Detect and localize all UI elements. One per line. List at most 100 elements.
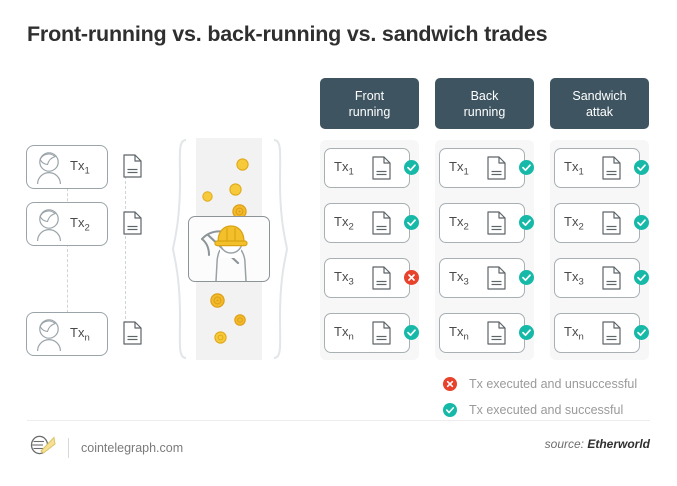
sender-tx-label: Txn — [70, 325, 90, 344]
source-prefix: source: — [544, 437, 588, 451]
page-title: Front-running vs. back-running vs. sandw… — [27, 22, 548, 46]
column-header-sandwich-attak: Sandwich attak — [550, 78, 649, 129]
column-header-line1: Sandwich — [572, 88, 627, 103]
document-icon — [487, 266, 506, 295]
status-badge-success-icon — [443, 403, 457, 417]
document-icon — [487, 211, 506, 240]
tx-card — [439, 203, 525, 243]
legend-label: Tx executed and successful — [469, 403, 624, 417]
status-badge-success — [404, 325, 419, 340]
tx-label: Tx1 — [564, 159, 584, 178]
avatar-icon — [34, 207, 64, 246]
legend-row-successful: Tx executed and successful — [443, 397, 673, 423]
tx-label: Txn — [564, 324, 584, 343]
tx-card — [554, 203, 640, 243]
avatar-icon — [34, 317, 64, 356]
status-badge-success — [519, 325, 534, 340]
coin-icon — [236, 158, 249, 171]
coin-icon — [229, 183, 242, 196]
column-header-line1: Back — [470, 88, 499, 103]
tx-label: Tx3 — [449, 269, 469, 288]
status-badge-fail-icon — [443, 377, 457, 391]
coin-icon — [232, 204, 247, 219]
document-icon — [487, 321, 506, 350]
sender-card-connector — [67, 178, 68, 328]
document-icon — [372, 156, 391, 185]
miner-icon — [188, 216, 270, 282]
tx-card — [554, 148, 640, 188]
status-badge-success — [634, 160, 649, 175]
brand: cointelegraph.com — [30, 434, 183, 461]
column-header-line2: running — [348, 104, 391, 119]
column-header-front-running: Front running — [320, 78, 419, 129]
brace-left-icon — [172, 139, 187, 359]
tx-card — [439, 313, 525, 353]
avatar-icon — [34, 150, 64, 189]
status-badge-success — [634, 270, 649, 285]
source-attribution: source: Etherworld — [545, 437, 650, 451]
document-icon — [602, 266, 621, 295]
tx-card — [324, 148, 410, 188]
sender-card — [26, 202, 108, 246]
tx-label: Txn — [449, 324, 469, 343]
result-column-front-running: Tx1 Tx2 — [320, 140, 419, 360]
document-icon — [602, 321, 621, 350]
document-icon — [372, 211, 391, 240]
source-name: Etherworld — [587, 437, 650, 451]
document-icon — [123, 321, 142, 350]
legend-row-unsuccessful: Tx executed and unsuccessful — [443, 371, 673, 397]
sender-tx-label: Tx1 — [70, 158, 90, 177]
brand-separator — [68, 437, 69, 458]
result-column-sandwich-attak: Tx1 Tx2 — [550, 140, 649, 360]
tx-card — [554, 313, 640, 353]
status-badge-success — [634, 325, 649, 340]
sender-tx-label: Tx2 — [70, 215, 90, 234]
coin-icon — [210, 293, 225, 308]
tx-label: Tx2 — [564, 214, 584, 233]
result-column-back-running: Tx1 Tx2 — [435, 140, 534, 360]
tx-label: Txn — [334, 324, 354, 343]
tx-label: Tx1 — [334, 159, 354, 178]
sender-row: Tx2 — [26, 202, 146, 246]
status-badge-fail — [404, 270, 419, 285]
tx-label: Tx3 — [564, 269, 584, 288]
document-icon — [372, 266, 391, 295]
status-badge-success — [404, 215, 419, 230]
tx-label: Tx2 — [449, 214, 469, 233]
legend: Tx executed and unsuccessful Tx executed… — [443, 371, 673, 423]
column-header-line2: running — [463, 104, 506, 119]
tx-label: Tx3 — [334, 269, 354, 288]
tx-card — [439, 258, 525, 298]
mining-pool — [172, 138, 288, 360]
coin-icon — [202, 191, 213, 202]
status-badge-success — [519, 215, 534, 230]
brace-right-icon — [273, 139, 288, 359]
document-icon — [602, 156, 621, 185]
sender-card — [26, 145, 108, 189]
sender-row: Tx1 — [26, 145, 146, 189]
sender-row: Txn — [26, 312, 146, 356]
tx-card — [554, 258, 640, 298]
tx-label: Tx2 — [334, 214, 354, 233]
column-header-line2: attak — [585, 104, 614, 119]
document-icon — [372, 321, 391, 350]
senders-column: Tx1 Tx2 — [0, 0, 160, 486]
document-icon — [602, 211, 621, 240]
status-badge-success — [519, 270, 534, 285]
brand-label: cointelegraph.com — [81, 440, 184, 455]
status-badge-success — [519, 160, 534, 175]
document-icon — [123, 154, 142, 183]
coin-icon — [234, 314, 246, 326]
tx-label: Tx1 — [449, 159, 469, 178]
status-badge-success — [634, 215, 649, 230]
legend-label: Tx executed and unsuccessful — [469, 377, 638, 391]
coin-icon — [214, 331, 227, 344]
tx-card — [439, 148, 525, 188]
sender-doc-connector — [125, 176, 126, 329]
cointelegraph-logo-icon — [30, 434, 56, 461]
tx-card — [324, 313, 410, 353]
sender-card — [26, 312, 108, 356]
column-header-back-running: Back running — [435, 78, 534, 129]
status-badge-success — [404, 160, 419, 175]
